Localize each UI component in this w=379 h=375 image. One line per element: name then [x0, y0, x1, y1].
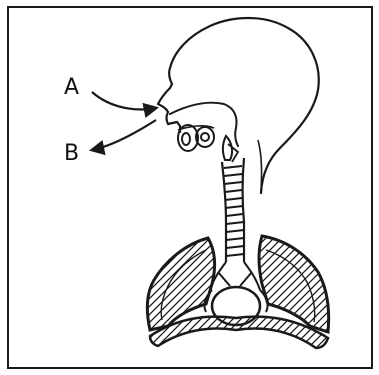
arrow-b: [92, 120, 156, 150]
arrow-a: [92, 92, 156, 109]
trachea-wall-left: [222, 162, 226, 262]
pharynx: [223, 136, 232, 160]
diaphragm: [150, 317, 328, 348]
label-a: A: [64, 75, 79, 100]
neck-outline: [258, 140, 262, 192]
label-b: B: [64, 141, 79, 166]
